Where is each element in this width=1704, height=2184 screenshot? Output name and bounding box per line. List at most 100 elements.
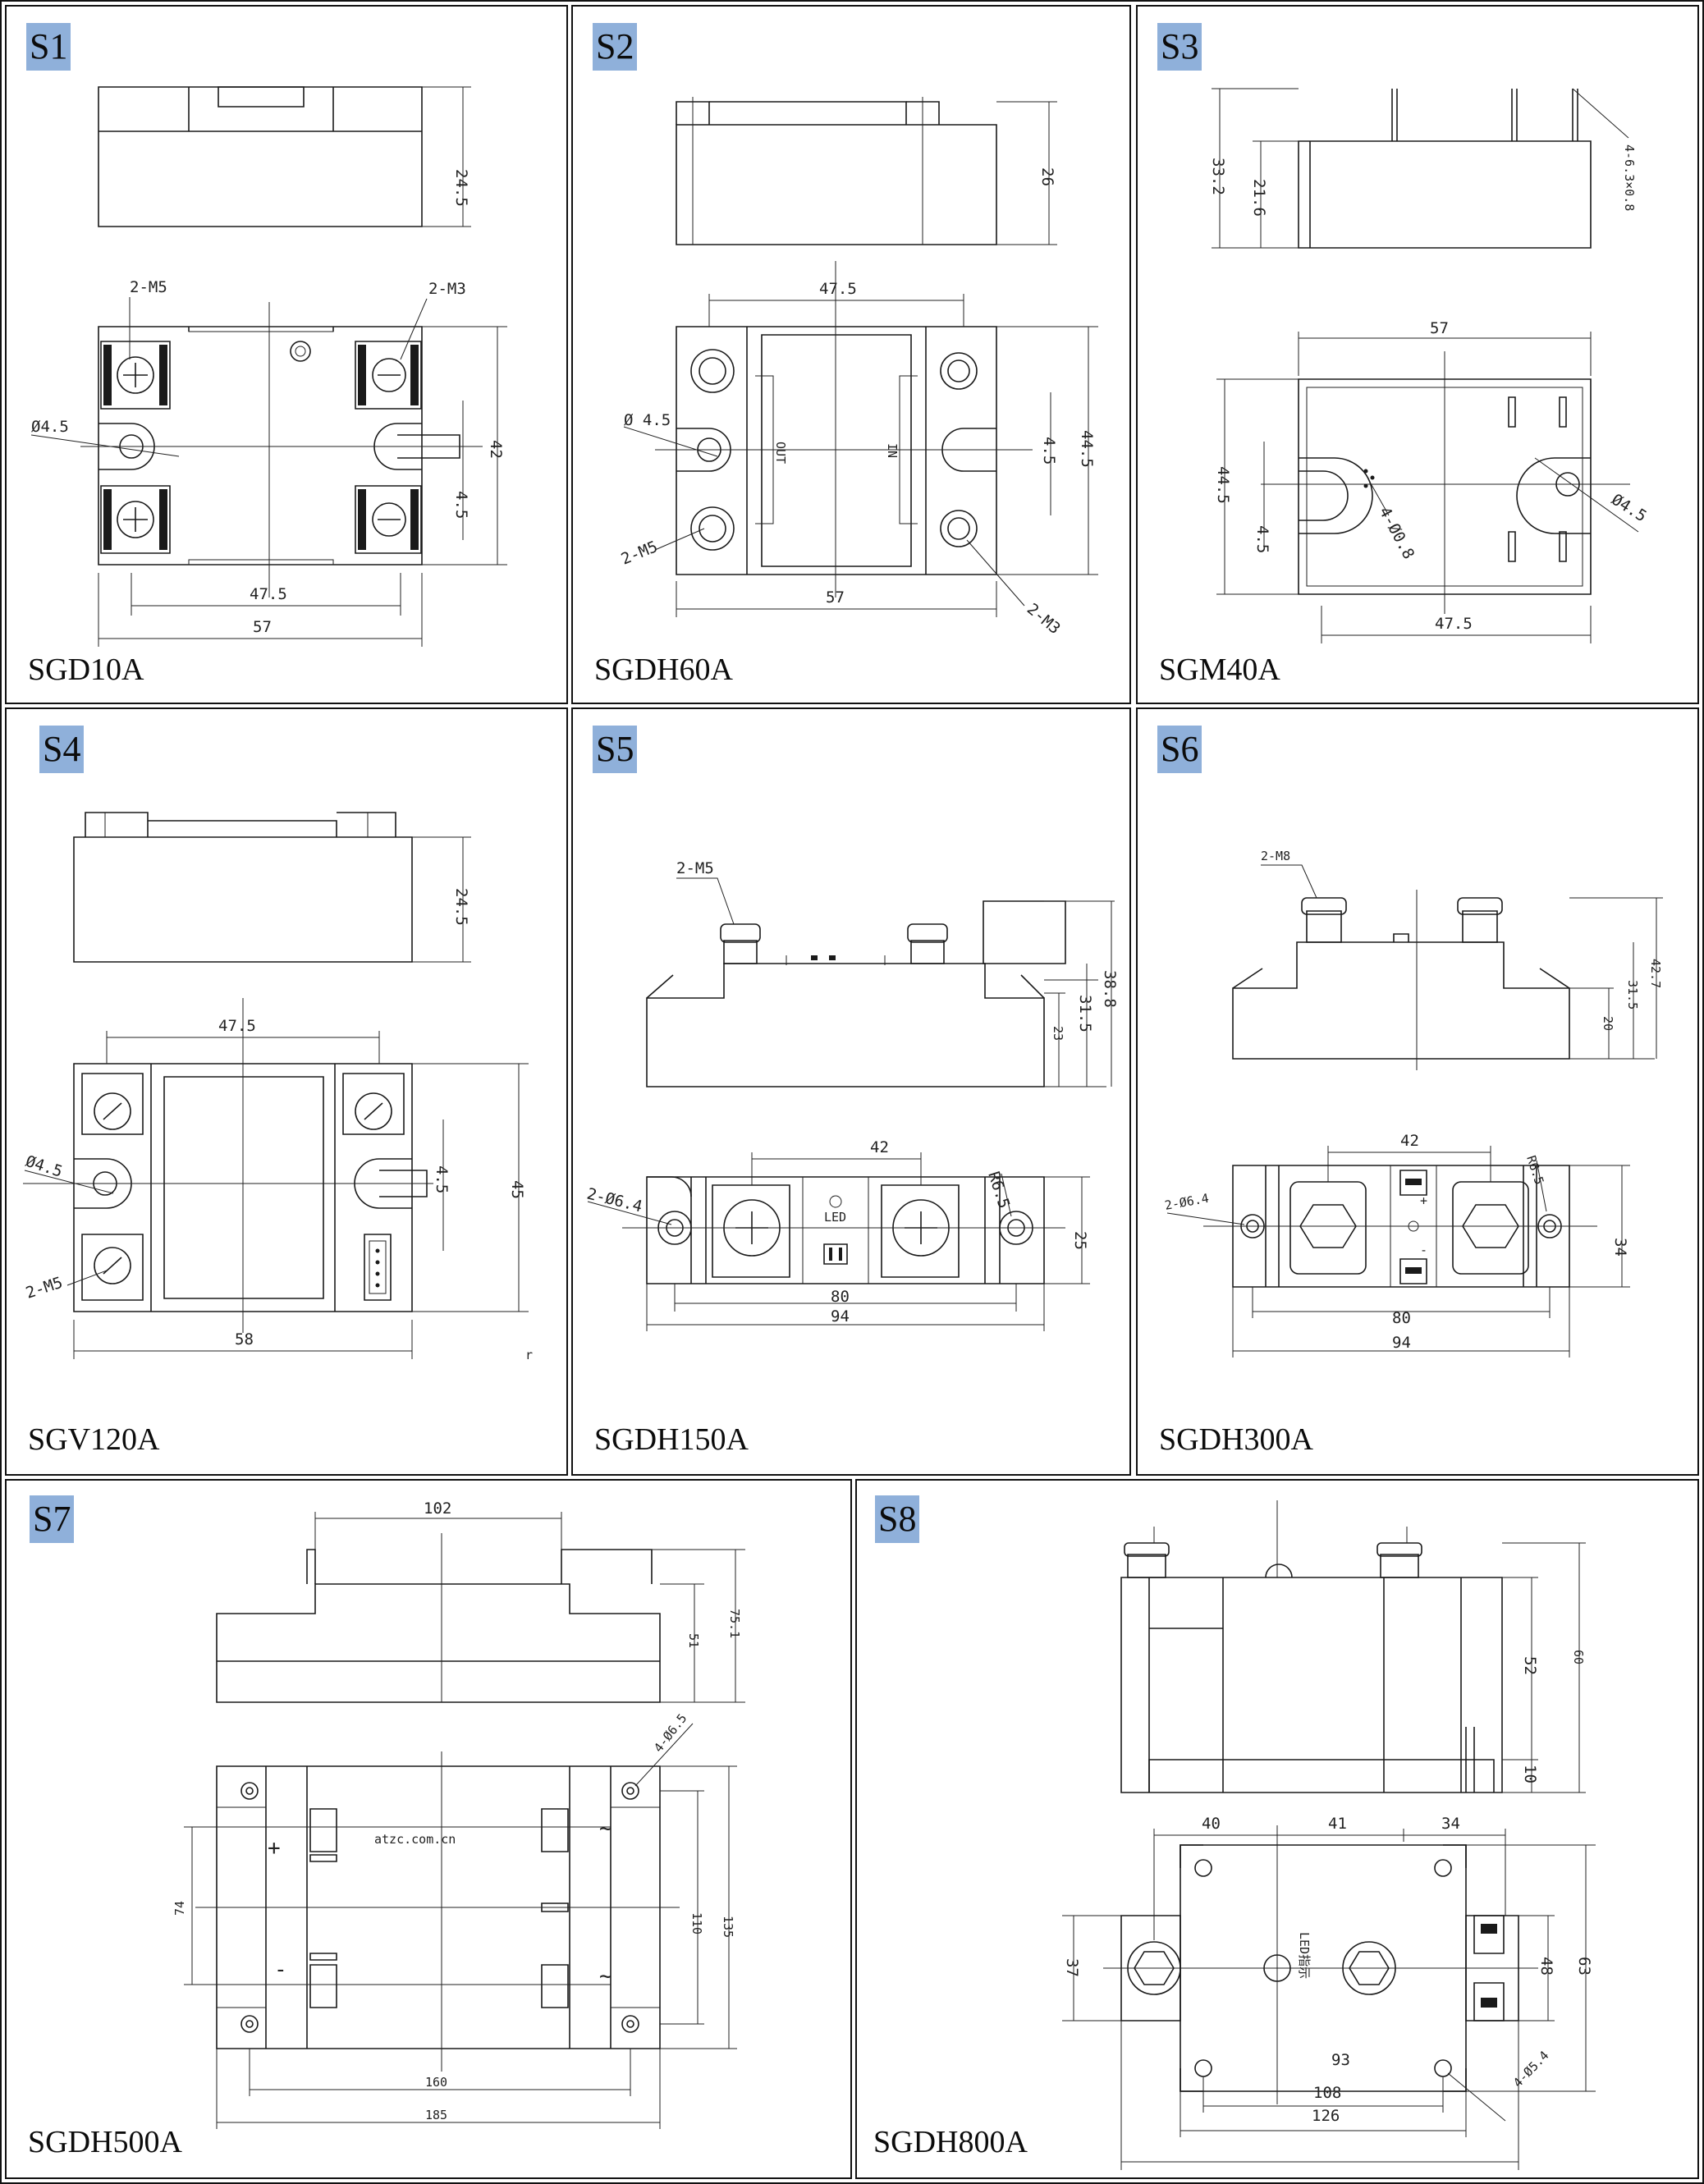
s8-40-label: 40 — [1202, 1815, 1221, 1833]
s8-led-label: LED指示 — [1297, 1932, 1312, 1979]
s4-475-label: 47.5 — [218, 1017, 256, 1035]
s8-hole-label: 4-Ø5.4 — [1510, 2048, 1552, 2090]
panel-s7: S7 102 51 75.1 — [5, 1479, 852, 2179]
s4-58-label: 58 — [235, 1330, 254, 1348]
s8-93-label: 93 — [1331, 2051, 1350, 2069]
s8-126-label: 126 — [1312, 2107, 1340, 2125]
s5-hole-label: 2-Ø6.4 — [585, 1185, 644, 1216]
s5-m5-label: 2-M5 — [676, 859, 714, 877]
model-label: SGDH300A — [1159, 1422, 1313, 1457]
s3-216-label: 21.6 — [1250, 179, 1268, 217]
s6-34-label: 34 — [1611, 1238, 1629, 1257]
s5-42-label: 42 — [870, 1138, 889, 1156]
panel-id-badge: S3 — [1157, 23, 1202, 71]
s3-445-label: 44.5 — [1214, 466, 1232, 504]
s7-110-label: 110 — [689, 1912, 704, 1934]
s6-80-label: 80 — [1392, 1309, 1411, 1327]
s7-751-label: 75.1 — [727, 1609, 742, 1638]
s7-ac2-label: ~ — [599, 1964, 612, 1989]
s2-26-label: 26 — [1038, 167, 1056, 186]
s2-m5-label: 2-M5 — [619, 538, 661, 569]
s8-108-label: 108 — [1313, 2084, 1341, 2102]
panel-s3: S3 33.2 21.6 4-6.3×0.8 — [1136, 5, 1699, 704]
s1-42-label: 42 — [487, 440, 505, 459]
panel-id-badge: S7 — [30, 1495, 75, 1543]
s6-20-label: 20 — [1601, 1016, 1615, 1031]
s1-475-label: 47.5 — [250, 585, 287, 603]
drawing-sgd10a: 24.5 — [7, 7, 568, 704]
panel-id-badge: S1 — [26, 23, 71, 71]
s5-315-label: 31.5 — [1076, 995, 1094, 1032]
s4-m5-label: 2-M5 — [24, 1274, 65, 1303]
s5-94-label: 94 — [831, 1307, 850, 1326]
model-label: SGDH500A — [28, 2125, 182, 2159]
s7-web-label: atzc.com.cn — [374, 1832, 456, 1847]
s5-25-label: 25 — [1071, 1231, 1089, 1250]
panel-id-badge: S8 — [875, 1495, 920, 1543]
panel-s2: S2 26 — [571, 5, 1131, 704]
s3-475-label: 47.5 — [1435, 615, 1473, 633]
drawing-sgv120a: 24.5 — [7, 709, 533, 1362]
s4-r-mark: r — [525, 1348, 533, 1362]
s2-hole-label: Ø 4.5 — [624, 411, 671, 429]
s7-160-label: 160 — [425, 2075, 447, 2090]
s1-45-label: 4.5 — [452, 491, 470, 519]
s4-45-label: 45 — [508, 1180, 526, 1199]
s2-445-label: 44.5 — [1078, 430, 1096, 468]
drawing-sgm40a: 33.2 21.6 4-6.3×0.8 57 — [1209, 7, 1650, 704]
s1-m3-label: 2-M3 — [428, 280, 466, 298]
s2-475-label: 47.5 — [819, 280, 857, 298]
s8-10-label: 10 — [1521, 1765, 1539, 1783]
s1-height-label: 24.5 — [452, 169, 470, 207]
s8-52-label: 52 — [1521, 1656, 1539, 1675]
model-label: SGM40A — [1159, 652, 1280, 687]
s6-plus-label: + — [1420, 1193, 1427, 1208]
s8-60-label: 60 — [1571, 1650, 1586, 1664]
s1-hole-label: Ø4.5 — [31, 418, 69, 436]
s3-pin2-label: 4-Ø0.8 — [1376, 504, 1418, 562]
panel-s1: S1 24.5 — [5, 5, 568, 704]
panel-id-badge: S6 — [1157, 726, 1202, 773]
s1-m5-label: 2-M5 — [130, 278, 167, 296]
s7-plus-label: + — [268, 1836, 281, 1861]
s6-94-label: 94 — [1392, 1334, 1411, 1352]
s6-r-label: R6.5 — [1523, 1154, 1546, 1187]
s6-42-label: 42 — [1400, 1132, 1419, 1150]
panel-id-badge: S4 — [39, 726, 85, 773]
panel-s6: S6 2-M8 20 31.5 42.7 — [1136, 707, 1699, 1476]
s6-427-label: 42.7 — [1648, 959, 1663, 988]
model-label: SGV120A — [28, 1422, 160, 1457]
model-label: SGD10A — [28, 652, 144, 687]
panel-s5: S5 2-M5 23 31.5 38.8 — [571, 707, 1131, 1476]
s6-hole-label: 2-Ø6.4 — [1164, 1191, 1210, 1213]
s7-minus-label: - — [274, 1957, 287, 1982]
drawing-sgdh500a: 102 51 75.1 — [172, 1499, 852, 2179]
s2-45-label: 4.5 — [1040, 437, 1058, 465]
model-label: SGDH60A — [594, 652, 733, 687]
s4-hole-label: Ø4.5 — [23, 1152, 64, 1181]
drawing-sgdh300a: 2-M8 20 31.5 42.7 — [1164, 849, 1663, 1476]
s1-57-label: 57 — [253, 618, 272, 636]
s6-315-label: 31.5 — [1625, 980, 1640, 1010]
model-label: SGDH150A — [594, 1422, 749, 1457]
s7-135-label: 135 — [721, 1916, 735, 1938]
s1-terminals — [101, 341, 421, 553]
s5-80-label: 80 — [831, 1288, 850, 1306]
s2-in-label: IN — [885, 443, 900, 458]
drawing-sgdh150a: 2-M5 23 31.5 38.8 — [585, 859, 1119, 1476]
s3-332-label: 33.2 — [1209, 158, 1227, 195]
s2-out-label: OUT — [773, 442, 788, 464]
s2-m3-label: 2-M3 — [1024, 600, 1064, 638]
s7-74-label: 74 — [172, 1901, 187, 1916]
s3-45-label: 4.5 — [1253, 525, 1271, 553]
s7-ac1-label: ~ — [599, 1816, 612, 1841]
s8-34-label: 34 — [1441, 1815, 1460, 1833]
s6-m8-label: 2-M8 — [1261, 849, 1290, 863]
s5-388-label: 38.8 — [1101, 970, 1119, 1008]
s8-37-label: 37 — [1063, 1958, 1081, 1977]
drawing-sgdh800a: 52 10 60 LED指示 — [857, 1481, 1699, 2179]
panel-s4: S4 24.5 — [5, 707, 568, 1476]
s7-102-label: 102 — [424, 1499, 451, 1518]
s4-245-label: 24.5 — [452, 888, 470, 926]
